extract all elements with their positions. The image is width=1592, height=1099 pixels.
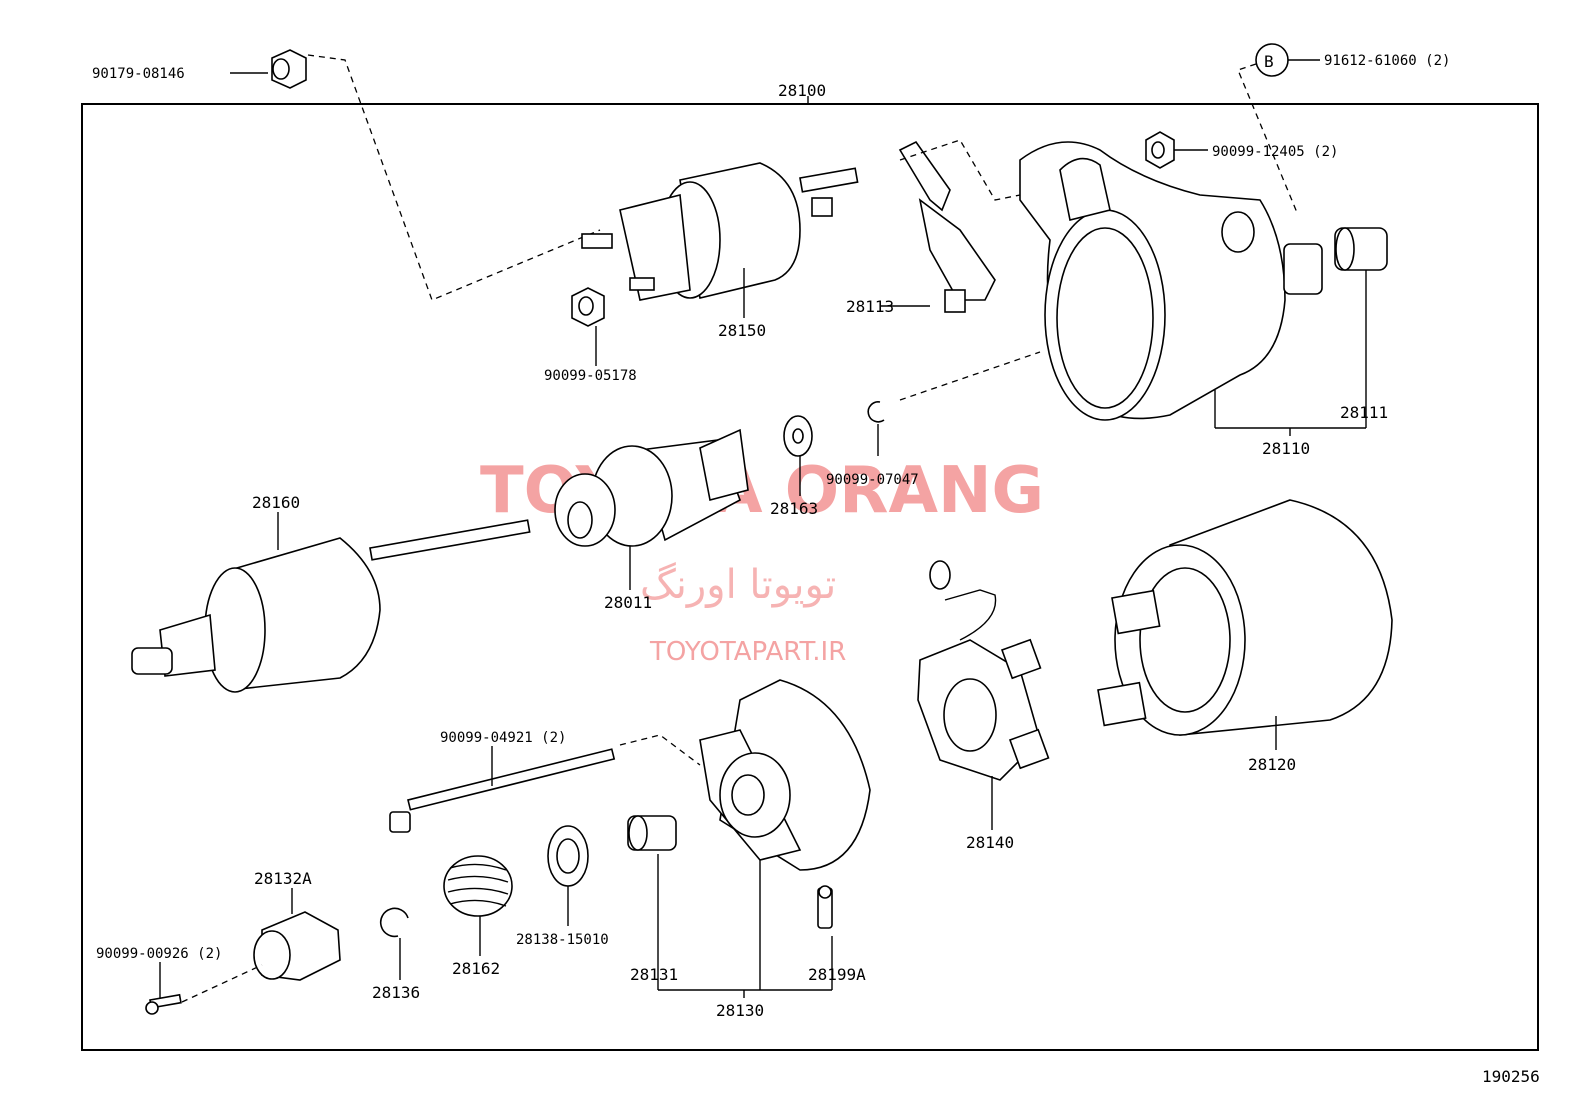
- label-91612-61060: 91612-61060 (2): [1324, 53, 1450, 69]
- watermark-url: TOYOTAPART.IR: [649, 637, 846, 667]
- label-28138-15010: 28138-15010: [516, 932, 609, 948]
- nut-90179-08146: [271, 49, 307, 89]
- label-28132A: 28132A: [254, 869, 312, 888]
- label-28162: 28162: [452, 959, 500, 978]
- yoke-28120: [1097, 499, 1393, 736]
- watermark-farsi: تویوتا اورنگ: [640, 562, 836, 608]
- solenoid-28150: [581, 162, 859, 301]
- label-28131: 28131: [630, 965, 678, 984]
- label-28100: 28100: [778, 81, 826, 100]
- bushing-28111: [1334, 227, 1388, 271]
- label-28011: 28011: [604, 593, 652, 612]
- end-frame-28130: [699, 679, 871, 871]
- washer-28138-15010: [547, 825, 589, 887]
- washer-28163: [783, 415, 813, 457]
- snap-ring-28136: [379, 907, 409, 938]
- label-28140: 28140: [966, 833, 1014, 852]
- nut-90099-05178: [571, 287, 605, 327]
- label-28130: 28130: [716, 1001, 764, 1020]
- nut-90099-12405: [1145, 131, 1175, 169]
- callout-b-letter: B: [1264, 52, 1274, 71]
- label-90099-04921: 90099-04921 (2): [440, 730, 566, 746]
- cover-28132A: [253, 911, 341, 981]
- label-90099-00926: 90099-00926 (2): [96, 946, 222, 962]
- brush-holder-28140: [917, 560, 1050, 781]
- clutch-28011: [554, 428, 749, 547]
- label-90099-07047: 90099-07047: [826, 472, 919, 488]
- plug-28199A: [817, 885, 833, 929]
- label-28150: 28150: [718, 321, 766, 340]
- label-28163: 28163: [770, 499, 818, 518]
- lead-28113: [898, 140, 996, 313]
- label-28136: 28136: [372, 983, 420, 1002]
- label-28160: 28160: [252, 493, 300, 512]
- label-90179-08146: 90179-08146: [92, 66, 185, 82]
- housing-28110: [1019, 141, 1323, 421]
- through-bolt-90099-04921: [389, 748, 616, 833]
- label-28111: 28111: [1340, 403, 1388, 422]
- armature-28160: [131, 519, 531, 693]
- label-90099-12405: 90099-12405 (2): [1212, 144, 1338, 160]
- assembly-frame: [81, 103, 1539, 1051]
- label-28120: 28120: [1248, 755, 1296, 774]
- figure-number: 190256: [1482, 1067, 1540, 1086]
- spring-28162: [443, 855, 513, 917]
- bushing-28131: [627, 815, 677, 851]
- screw-90099-00926: [145, 993, 182, 1015]
- label-28199A: 28199A: [808, 965, 866, 984]
- snap-ring-90099-07047: [867, 401, 885, 423]
- label-28110: 28110: [1262, 439, 1310, 458]
- label-28113: 28113: [846, 297, 894, 316]
- label-90099-05178: 90099-05178: [544, 368, 637, 384]
